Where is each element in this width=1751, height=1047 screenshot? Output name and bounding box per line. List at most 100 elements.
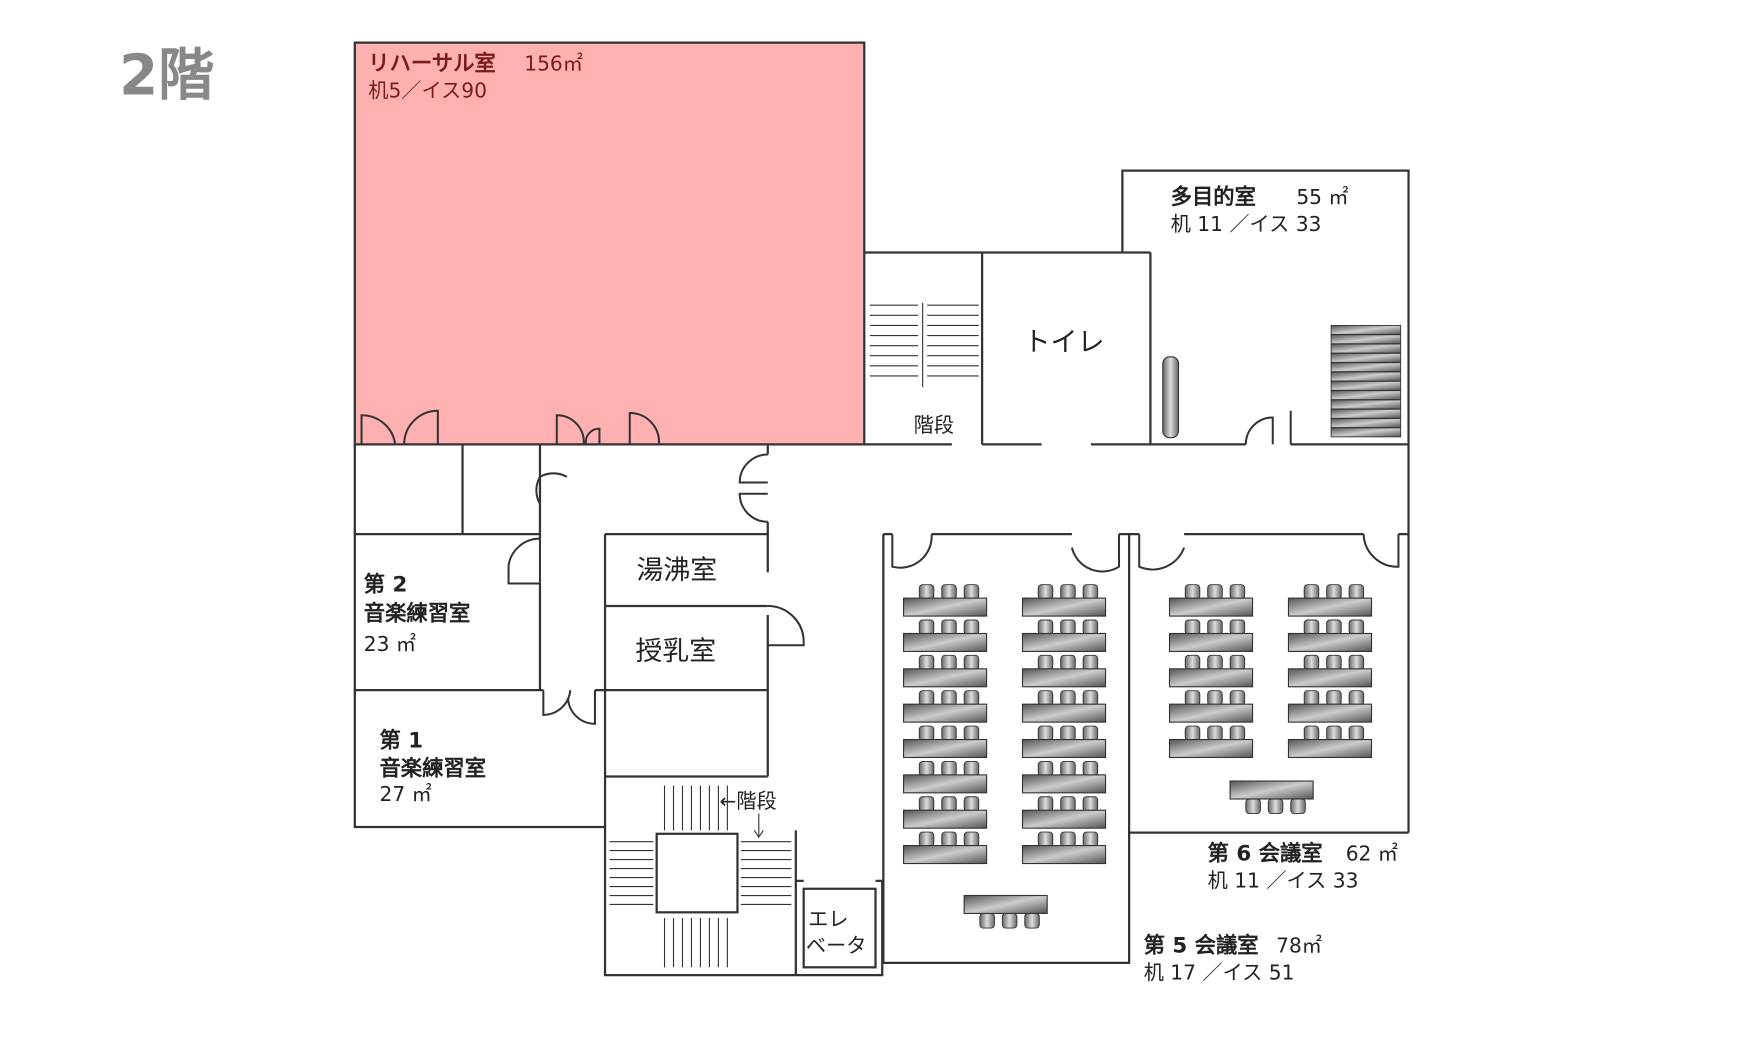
desk-set	[902, 654, 988, 688]
chair	[963, 796, 980, 812]
chair	[1245, 798, 1261, 815]
chair	[1037, 584, 1054, 600]
chair	[1037, 796, 1054, 812]
desk-set	[1021, 796, 1107, 829]
desk	[1229, 780, 1314, 800]
chair	[941, 654, 957, 671]
desk-set	[1021, 619, 1107, 652]
chair	[1207, 619, 1223, 636]
desk	[1021, 845, 1107, 865]
desk-set	[1168, 725, 1254, 759]
chair	[918, 725, 935, 742]
chair	[1303, 690, 1320, 706]
floor-title: 2階	[119, 43, 214, 108]
chair	[1037, 831, 1054, 848]
desk-set	[902, 831, 988, 865]
desk	[1168, 703, 1254, 723]
chair	[918, 796, 935, 812]
chair	[963, 654, 980, 671]
desk	[1168, 738, 1254, 759]
desk	[902, 632, 988, 652]
chair	[1290, 798, 1306, 815]
chair	[1229, 619, 1246, 636]
doors	[507, 410, 1400, 725]
chair	[1207, 725, 1223, 742]
conf5-name: 第 5 会議室	[1144, 933, 1259, 959]
rehearsal-room-name: リハーサル室	[368, 51, 495, 77]
music1-line1: 第 1	[379, 727, 423, 753]
chair	[918, 654, 935, 671]
chair	[1348, 725, 1365, 742]
stairs-top-label: 階段	[914, 413, 954, 437]
conf6-name: 第 6 会議室	[1208, 841, 1323, 867]
stacked-desk	[1330, 408, 1402, 419]
multipurpose-name: 多目的室	[1171, 184, 1256, 210]
stacked-desk	[1330, 399, 1402, 410]
chair	[1348, 584, 1365, 600]
chair	[1082, 760, 1099, 777]
chair	[1060, 725, 1076, 742]
stairs-bottom-label: ←階段	[720, 789, 777, 813]
chair	[1348, 619, 1365, 636]
chair	[963, 619, 980, 636]
chair	[1082, 831, 1099, 848]
chair	[963, 760, 980, 777]
desk-set	[902, 796, 988, 829]
chair	[1184, 619, 1201, 636]
desk	[902, 845, 988, 865]
chair	[1037, 619, 1054, 636]
chair	[1082, 584, 1099, 600]
desk	[1021, 597, 1107, 617]
chair	[1060, 584, 1076, 600]
chair	[1060, 690, 1076, 706]
chair	[941, 796, 957, 812]
chair	[1207, 654, 1223, 671]
chair	[1303, 725, 1320, 742]
desk-set	[1168, 690, 1254, 723]
desk	[1287, 668, 1373, 688]
chair	[1082, 690, 1099, 706]
chair	[1326, 654, 1342, 671]
desk-set	[1287, 690, 1373, 723]
chair	[918, 619, 935, 636]
rehearsal-room-capacity: 机5／イス90	[368, 79, 487, 103]
conf6-capacity: 机 11 ／イス 33	[1208, 869, 1359, 893]
desk-set	[1021, 725, 1107, 759]
chair	[1267, 798, 1284, 815]
music2-area: 23 ㎡	[364, 632, 416, 656]
chair	[1037, 690, 1054, 706]
desk	[1021, 809, 1107, 829]
music2-line2: 音楽練習室	[364, 601, 471, 627]
chair	[1303, 619, 1320, 636]
desk-set	[1229, 780, 1314, 815]
chair	[1037, 725, 1054, 742]
chair	[1303, 584, 1320, 600]
chair	[1001, 913, 1018, 929]
stacked-desks-icon	[1330, 324, 1402, 438]
desk-set	[902, 760, 988, 794]
desk	[1021, 703, 1107, 723]
multipurpose-capacity: 机 11 ／イス 33	[1171, 212, 1322, 236]
stacked-desk	[1330, 334, 1402, 345]
chair	[918, 760, 935, 777]
desk	[1287, 632, 1373, 652]
chair	[1060, 760, 1076, 777]
rehearsal-room[interactable]	[353, 41, 866, 446]
multipurpose-area: 55 ㎡	[1296, 185, 1348, 209]
stacked-desk	[1330, 324, 1402, 335]
stairs-top	[869, 302, 979, 388]
desk-set	[902, 619, 988, 652]
desk-set	[963, 894, 1048, 929]
desk	[1021, 774, 1107, 794]
desk-set	[1168, 619, 1254, 652]
conf6-area: 62 ㎡	[1346, 842, 1398, 866]
chair	[1348, 690, 1365, 706]
desk-set	[1168, 654, 1254, 688]
desk-set	[1287, 619, 1373, 652]
toilet-label: トイレ	[1024, 327, 1105, 358]
music1-line2: 音楽練習室	[379, 755, 486, 781]
chair	[1326, 584, 1342, 600]
kitchenette-label: 湯沸室	[636, 555, 717, 586]
chair	[1229, 584, 1246, 600]
